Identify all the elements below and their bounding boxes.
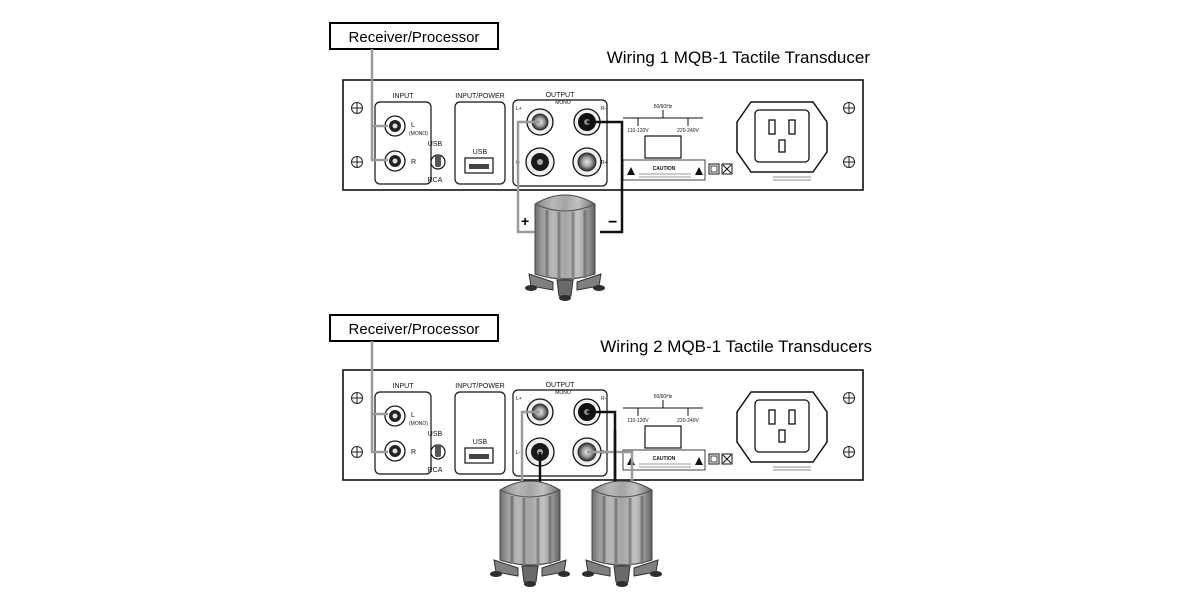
usb-port-label: USB [473,439,488,446]
l-plus-label: L+ [516,106,522,112]
usb-switch-label: USB [428,141,443,148]
l-mono-label: (MONO) [409,131,428,137]
r-label: R [411,159,416,166]
caution-label: CAUTION [653,456,676,462]
caution-label: CAUTION [653,166,676,172]
l-label: L [411,412,415,419]
diagram-1-minus-sign: − [608,214,617,231]
freq-label: 50/60Hz [654,104,673,110]
diagram-1-positive-wire [516,120,540,234]
usb-switch-label: USB [428,431,443,438]
diagram-1-rca-wire [370,49,388,162]
freq-label: 50/60Hz [654,394,673,400]
diagram-1-plus-sign: + [521,213,529,229]
diagram-1-transducer [523,193,607,303]
usb-port-label: USB [473,149,488,156]
l-plus-label: L+ [516,396,522,402]
voltage-1-label: 110-120V [627,128,649,134]
diagram-1-negative-wire [587,120,624,234]
voltage-1-label: 110-120V [627,418,649,424]
diagram-2-source-box: Receiver/Processor [329,314,499,342]
rca-label: RCA [428,467,443,474]
voltage-2-label: 220-240V [677,418,699,424]
r-minus-label: R- [601,106,607,112]
diagram-2-transducer-1 [488,479,572,589]
diagram-1-title: Wiring 1 MQB-1 Tactile Transducer [607,48,871,67]
diagram-1: Wiring 1 MQB-1 Tactile Transducer Receiv… [329,22,871,303]
input-label: INPUT [393,383,415,390]
diagram-2-rear-panel: INPUT INPUT/POWER OUTPUT MONO L (MONO) R… [343,370,863,480]
l-minus-label: L- [516,450,521,456]
r-minus-label: R- [601,396,607,402]
l-mono-label: (MONO) [409,421,428,427]
mono-label: MONO [555,390,571,396]
diagram-2-title: Wiring 2 MQB-1 Tactile Transducers [600,337,872,356]
rca-label: RCA [428,177,443,184]
r-plus-label: R+ [601,160,608,166]
output-label: OUTPUT [546,382,576,389]
output-label: OUTPUT [546,92,576,99]
diagram-1-source-box: Receiver/Processor [329,22,499,50]
input-power-label: INPUT/POWER [455,383,504,390]
l-label: L [411,122,415,129]
diagram-2-rca-wire [370,341,388,454]
voltage-2-label: 220-240V [677,128,699,134]
input-power-label: INPUT/POWER [455,93,504,100]
input-label: INPUT [393,93,415,100]
diagram-2-transducer-2 [580,479,664,589]
mono-label: MONO [555,100,571,106]
diagram-1-source-label: Receiver/Processor [349,29,480,46]
r-label: R [411,449,416,456]
diagram-2-source-label: Receiver/Processor [349,321,480,338]
diagram-2: Wiring 2 MQB-1 Tactile Transducers Recei… [329,314,872,589]
diagram-1-rear-panel: INPUT INPUT/POWER OUTPUT MONO L (MONO) R… [343,80,863,190]
